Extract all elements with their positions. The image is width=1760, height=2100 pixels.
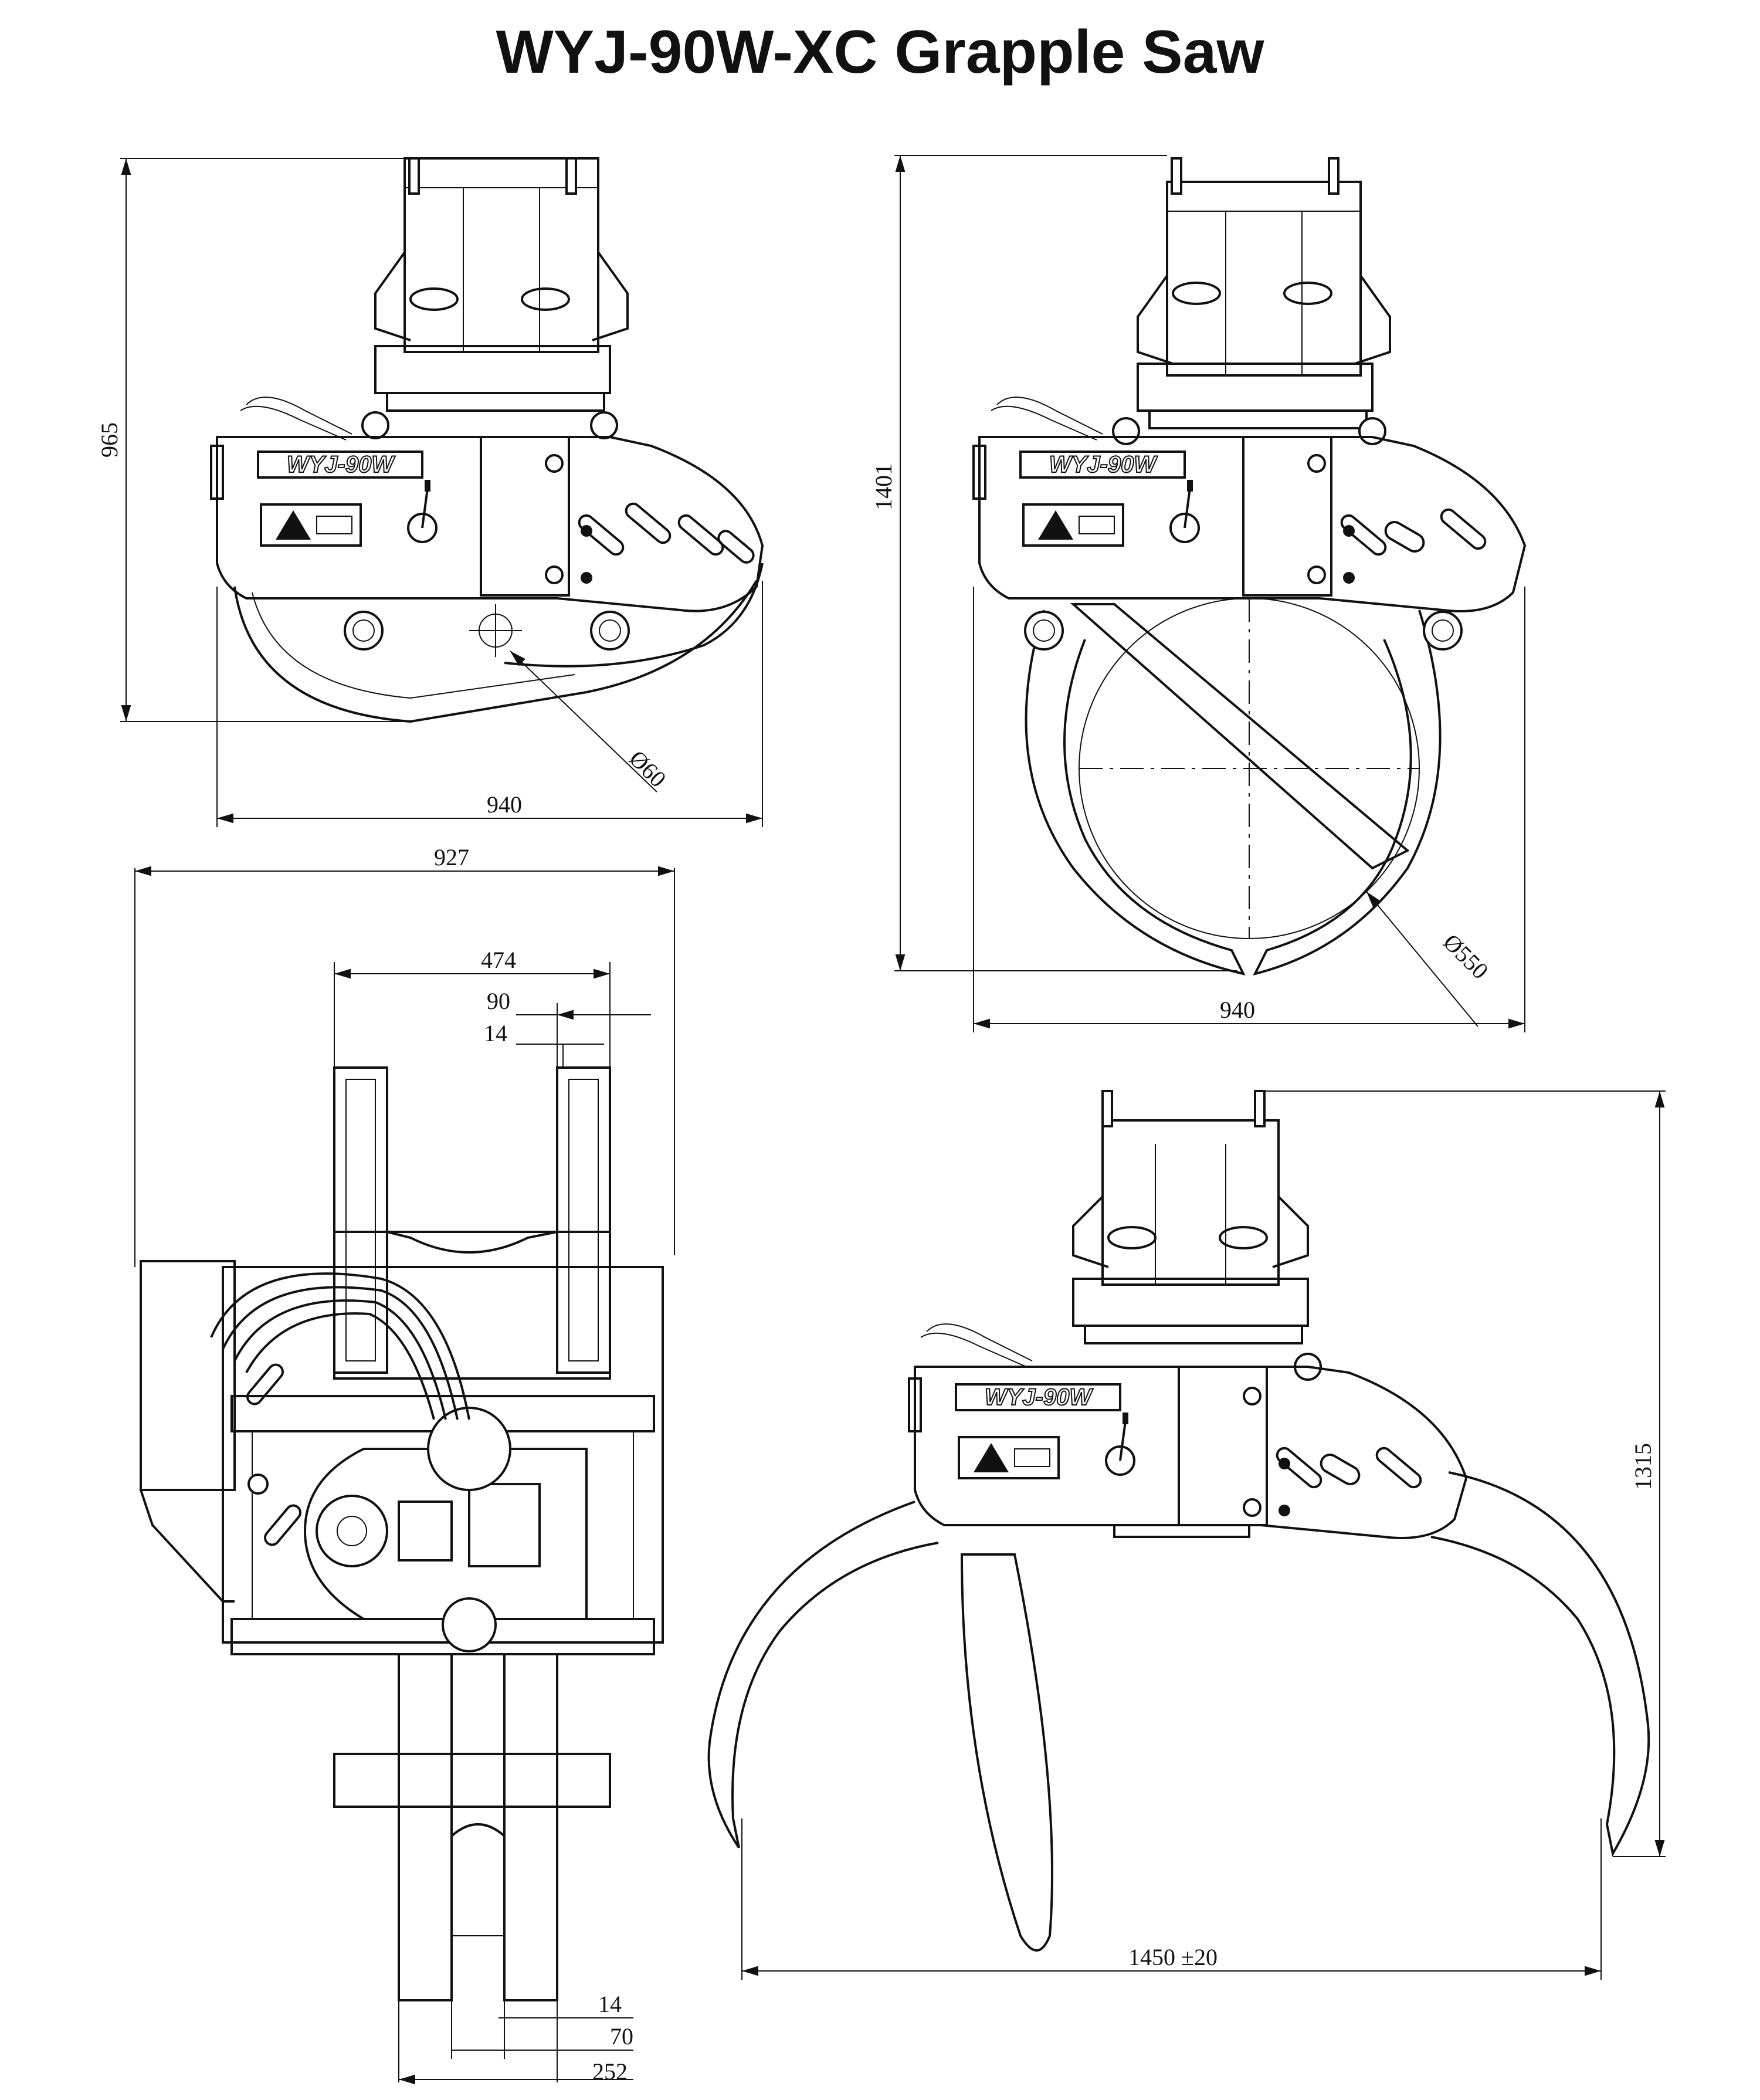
warning-label [1022,503,1124,547]
rotator-head [1072,1090,1322,1381]
grapple-jaw-right [1253,609,1442,976]
grapple-jaw-left [707,1501,939,1849]
dimension-lines [741,1090,1666,1980]
slots [1307,454,1487,584]
brand-marking: WYJ-90W [1049,452,1158,477]
grapple-jaw-right [1430,1471,1650,1857]
drawing-title: WYJ-90W-XC Grapple Saw [496,18,1264,86]
brand-plate [955,1383,1121,1411]
pivot-pin [1024,611,1064,651]
rotator-head [361,157,629,439]
warning-label [260,503,362,547]
control-lever [1105,1413,1135,1476]
dimension-lines [894,155,1525,1032]
hose [246,397,352,435]
view-side: 927 474 90 14 14 70 252 [134,844,675,2085]
view-closed-grapple: WYJ-90W [96,157,764,827]
dim-upper-90: 90 [487,988,510,1014]
dim-diameter-60: Ø60 [624,745,672,792]
rotator-head [1112,157,1391,445]
pivot-pin [344,611,384,651]
saw-body [978,436,1527,612]
side-cover [1242,436,1332,597]
brand-marking: WYJ-90W [287,452,395,477]
upper-lug-right [556,1066,611,1374]
hoses [210,1272,470,1420]
control-lever [1169,480,1200,543]
dim-diameter-550: Ø550 [1438,929,1494,984]
dim-lower-252: 252 [592,2058,628,2085]
slots [545,454,755,584]
lower-arm-left [398,1653,453,2001]
view-wide-open: WYJ-90W 1315 1450 ±20 [707,1090,1666,1980]
brand-plate [257,451,423,479]
warning-label [958,1436,1060,1479]
dim-height-1401: 1401 [870,463,897,510]
brand-plate [1019,451,1186,479]
control-lever [407,480,438,543]
pivot-pin [590,611,630,651]
dimension-lines [134,866,675,2085]
dim-width-940: 940 [1220,997,1255,1023]
side-box [140,1260,236,1491]
brand-marking: WYJ-90W [985,1384,1093,1410]
upper-lug-left [333,1066,388,1374]
dim-width-1450: 1450 ±20 [1128,1944,1218,1970]
saw-body [216,436,764,612]
hydraulic-motor-block [303,1448,588,1620]
lower-arm-right [503,1653,558,2001]
slots [1243,1387,1422,1517]
saw-bar [1070,603,1410,870]
pivot-pin [1423,611,1463,651]
grapple-jaw-left [1025,609,1246,976]
dim-upper-14: 14 [484,1020,507,1046]
dimension-lines [120,158,763,827]
side-cover [480,436,570,597]
saw-bar [960,1553,1053,1952]
dim-width-940: 940 [487,791,522,818]
hose [240,405,347,441]
grapple-jaw-right [504,563,764,668]
saw-body [914,1366,1468,1539]
saw-motor [316,1495,388,1567]
dim-upper-width-474: 474 [481,947,516,973]
main-frame [222,1266,664,1644]
dim-lower-14: 14 [598,1991,622,2017]
dim-height-965: 965 [96,422,123,458]
dim-height-1315: 1315 [1630,1443,1656,1490]
view-open-grapple-log: WYJ-90W 1401 [870,155,1527,1032]
dim-total-width-927: 927 [434,844,469,871]
dim-lower-70: 70 [610,2023,633,2050]
